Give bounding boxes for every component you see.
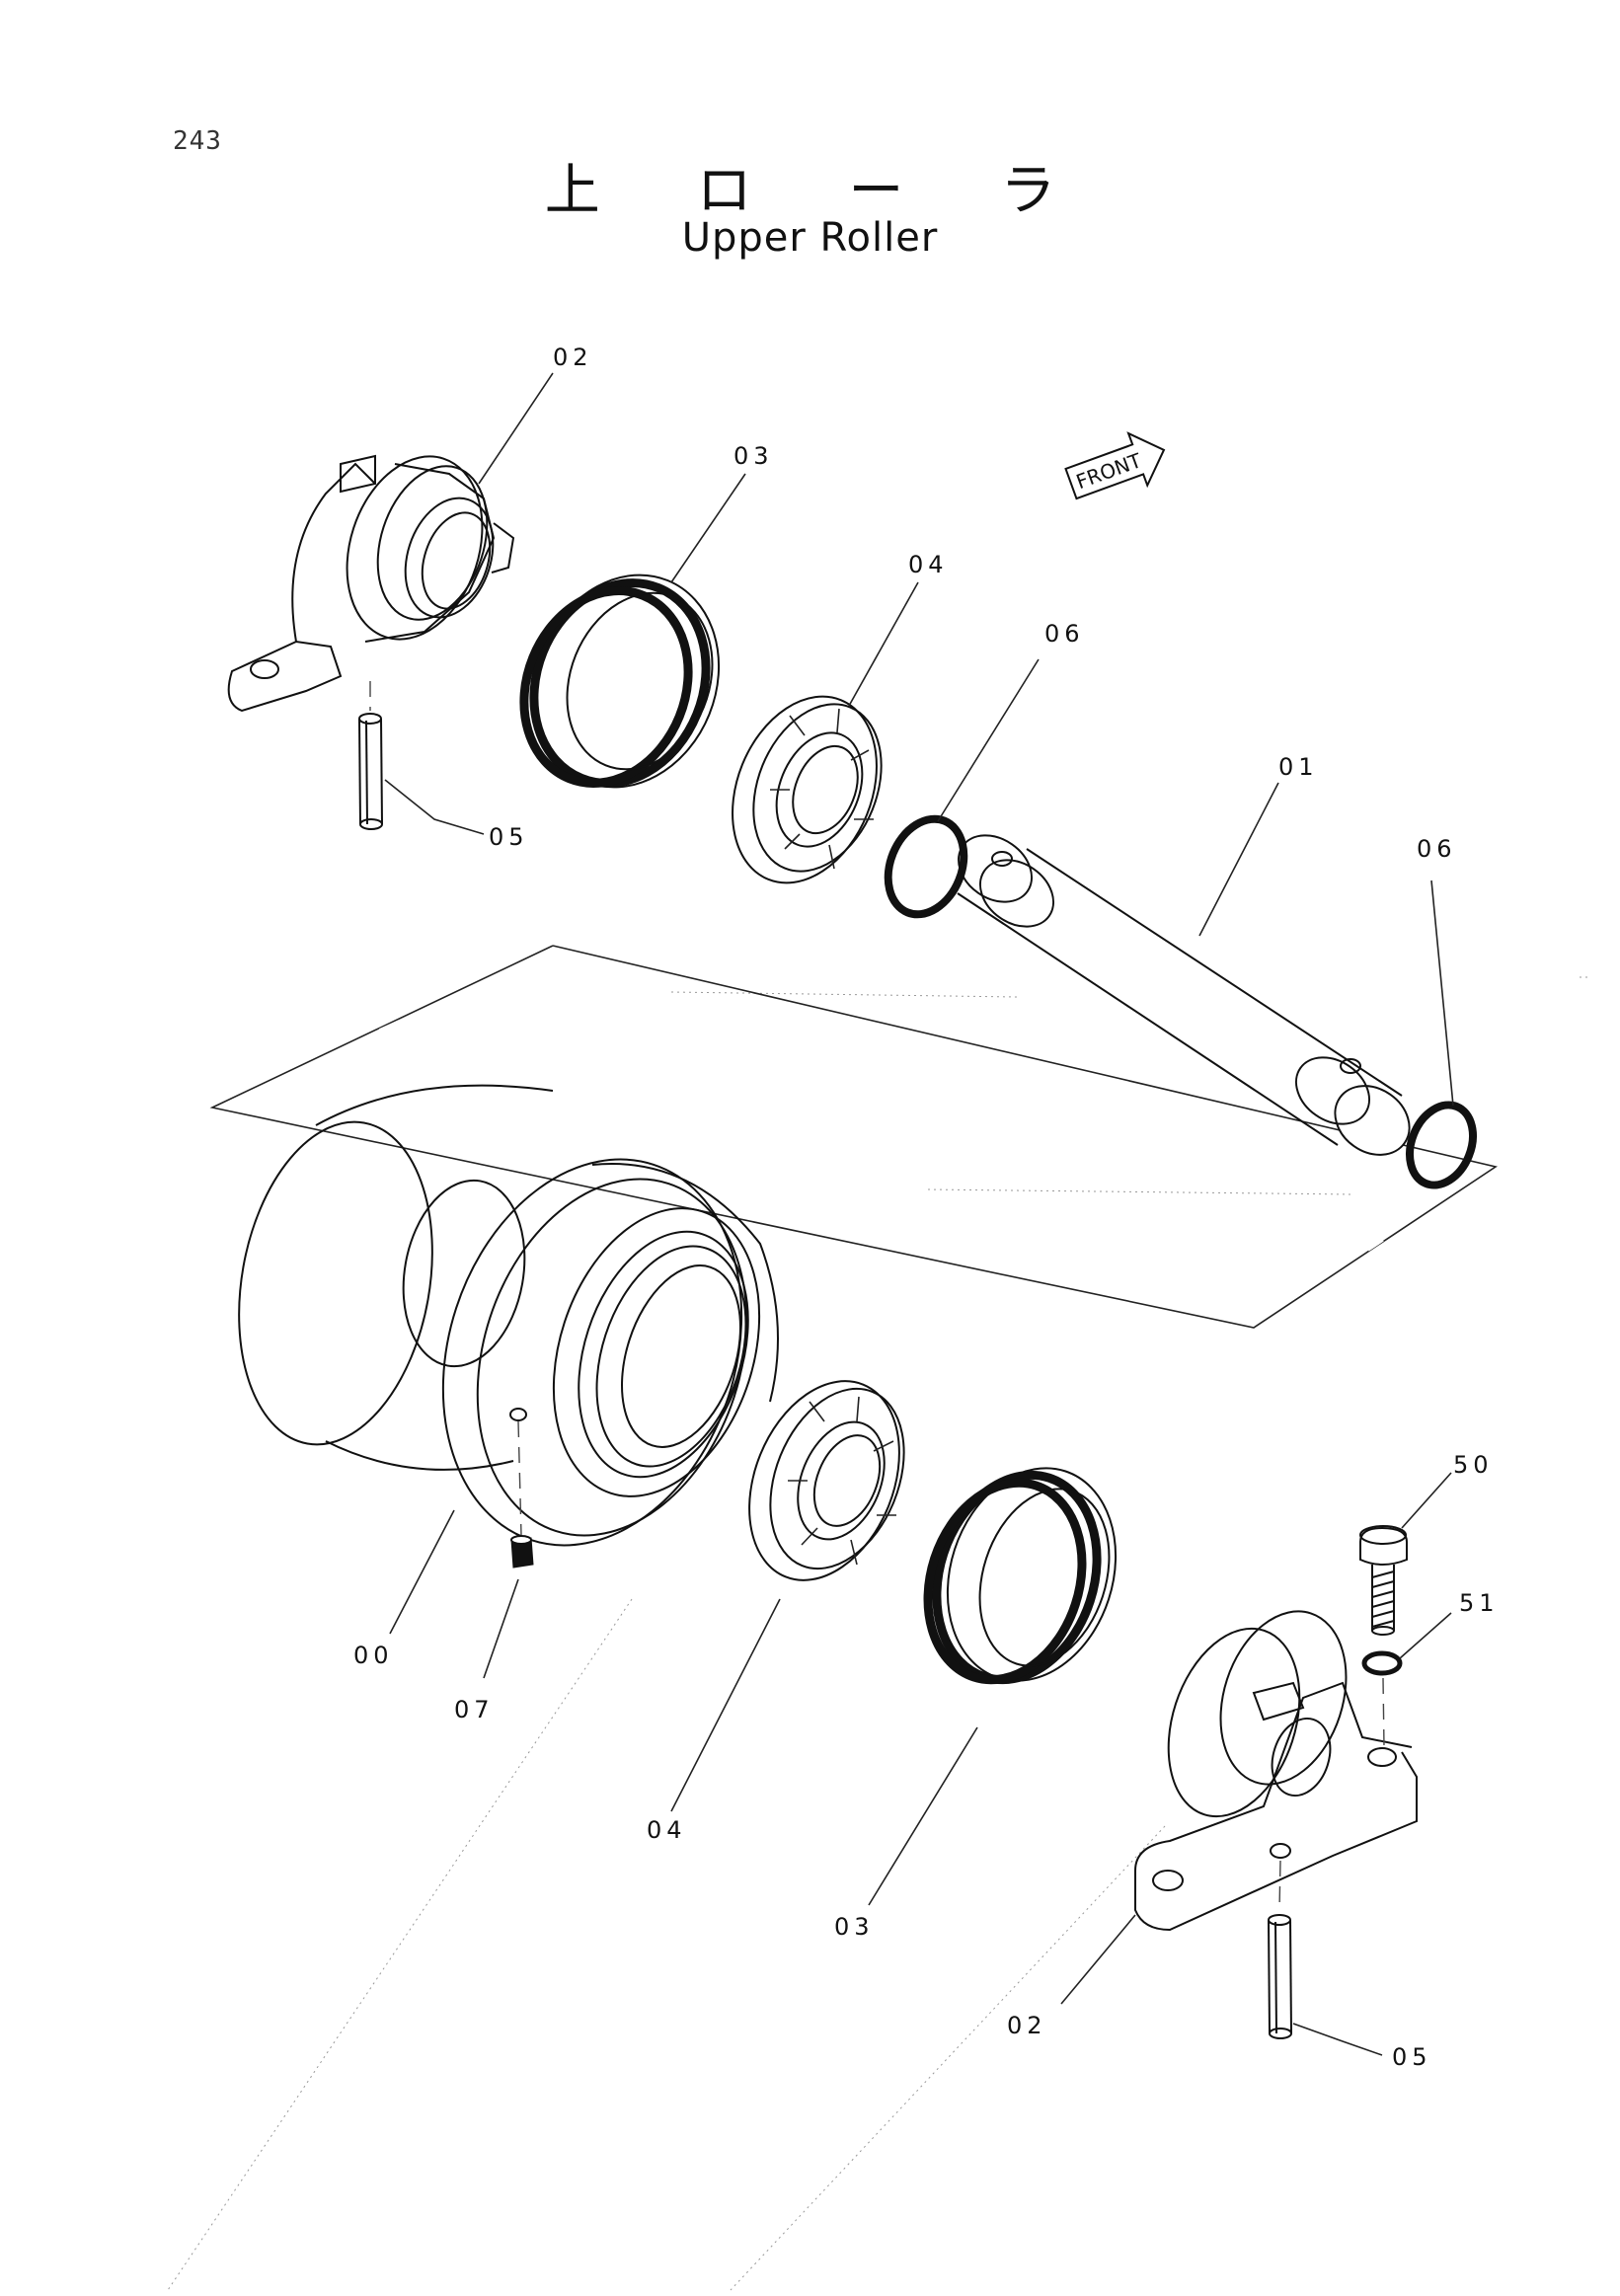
o-ring-right: [1406, 1101, 1477, 1189]
leader-lines: [384, 372, 1454, 2056]
bearing-housing-bottom: [1134, 1610, 1418, 1932]
callout-07: 07: [454, 1696, 495, 1723]
callout-06-right: 06: [1417, 835, 1457, 863]
scan-artifact-lines: [167, 976, 1589, 2291]
roller-body: [238, 1084, 779, 1547]
callout-03-bottom: 03: [834, 1913, 875, 1941]
front-arrow-icon: FRONT: [1064, 431, 1166, 500]
ball-bearing-bottom: [748, 1380, 905, 1581]
roll-pin-bottom: [1268, 1914, 1292, 2039]
assembly-frame: [209, 945, 1498, 1329]
roller-shaft: [957, 834, 1411, 1156]
page-number: 243: [173, 126, 222, 156]
callout-01: 01: [1278, 753, 1319, 781]
roll-pin-top: [358, 713, 383, 830]
bearing-housing-top: [227, 454, 515, 713]
callout-02-bottom: 02: [1007, 2012, 1047, 2039]
callout-05-top: 05: [489, 823, 529, 851]
floating-seal-top: [519, 574, 721, 789]
callout-02-top: 02: [553, 344, 593, 371]
spring-washer: [1361, 1650, 1403, 1748]
callout-04-bottom: 04: [647, 1816, 687, 1844]
title-japanese: 上 ロ ー ラ: [544, 159, 1096, 223]
callout-labels: 02 03 04 06 01 06 05 50 51 00 07 04 03 0…: [353, 344, 1500, 2071]
title-english: Upper Roller: [681, 215, 939, 261]
o-ring-top: [884, 814, 968, 919]
callout-04-top: 04: [908, 551, 949, 578]
plug: [510, 1535, 534, 1569]
ball-bearing-top: [732, 695, 883, 884]
callout-05-bottom: 05: [1392, 2043, 1432, 2071]
callout-50: 50: [1453, 1451, 1494, 1479]
hex-bolt: [1359, 1525, 1408, 1636]
callout-06-left: 06: [1044, 620, 1085, 648]
callout-03-top: 03: [733, 442, 774, 470]
callout-00: 00: [353, 1642, 394, 1669]
callout-51: 51: [1459, 1589, 1500, 1617]
floating-seal-bottom: [923, 1467, 1118, 1685]
